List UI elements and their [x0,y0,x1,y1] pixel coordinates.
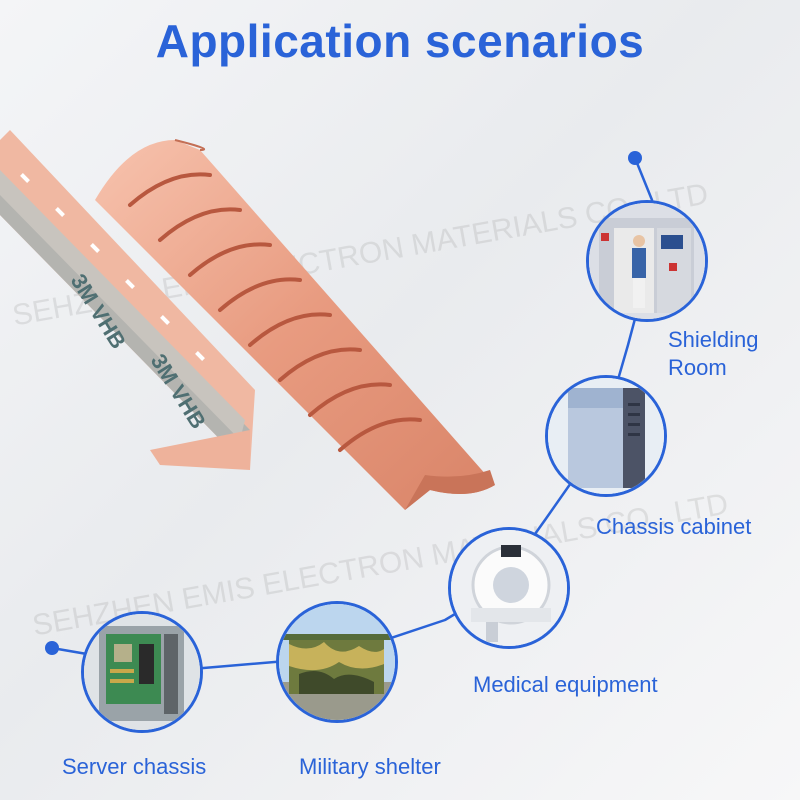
label-line: Chassis cabinet [596,514,752,539]
label-line: Medical equipment [473,672,658,697]
connector-dot [628,151,642,165]
medical-equipment-photo [448,527,570,649]
shielding-room-photo [586,200,708,322]
copper-finger-strip [95,139,495,510]
military-shelter-photo [276,601,398,723]
server-chassis-photo [81,611,203,733]
chassis-cabinet-label: Chassis cabinet [596,513,751,541]
label-line: Room [668,355,727,380]
server-chassis-label: Server chassis [62,753,206,781]
label-line: Server chassis [62,754,207,779]
label-line: Shielding [668,327,759,352]
military-shelter-label: Military shelter [299,753,441,781]
chassis-cabinet-photo [545,375,667,497]
connector-dot [45,641,59,655]
label-line: Military shelter [299,754,441,779]
page-title: Application scenarios [155,15,645,67]
medical-equipment-label: Medical equipment [473,671,658,699]
shielding-room-label: Shielding Room [668,326,759,382]
